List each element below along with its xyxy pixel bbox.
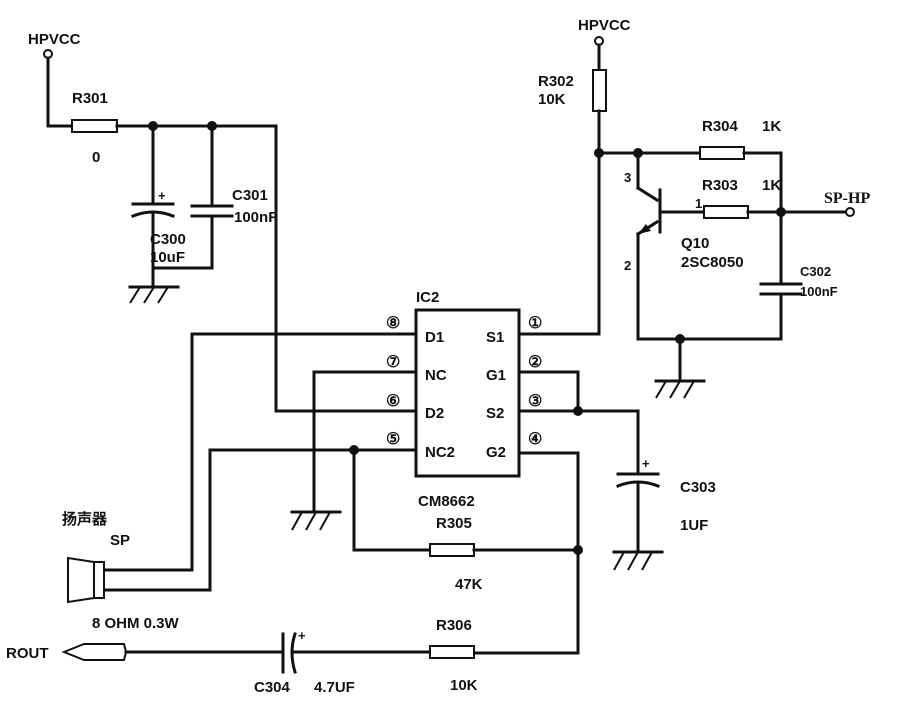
r301-label: R301 xyxy=(72,90,108,107)
c304-capacitor xyxy=(281,632,432,674)
c302-value: 100nF xyxy=(800,284,838,299)
r301-value: 0 xyxy=(92,149,100,166)
c300-capacitor xyxy=(131,124,175,270)
hpvcc-rail xyxy=(115,121,418,413)
r305-value: 47K xyxy=(455,576,483,593)
s2-c303-wire xyxy=(517,370,640,476)
ic2-body xyxy=(414,308,521,478)
c304-label: C304 xyxy=(254,679,291,696)
speaker-symbol xyxy=(67,556,105,604)
r301-resistor xyxy=(71,119,118,133)
ic-pin3-name: S2 xyxy=(486,405,504,422)
q10-pin3: 3 xyxy=(624,170,631,185)
r302-resistor xyxy=(592,69,607,112)
c301-label: C301 xyxy=(232,187,268,204)
ic-pin2-number: ② xyxy=(528,354,542,371)
ic-pin3-number: ③ xyxy=(528,393,542,410)
c304-plus: + xyxy=(298,628,306,643)
ic-pin1-number: ① xyxy=(528,315,542,332)
r306-resistor xyxy=(429,645,475,659)
r303-value: 1K xyxy=(762,177,781,194)
r306-value: 10K xyxy=(450,677,478,694)
r303-resistor xyxy=(703,205,749,219)
ic-pin4-number: ④ xyxy=(528,431,542,448)
c300-label: C300 xyxy=(150,231,186,248)
r304-resistor xyxy=(699,146,745,160)
rout-label: ROUT xyxy=(6,645,49,662)
c303-label: C303 xyxy=(680,479,716,496)
ic2-label: IC2 xyxy=(416,289,439,306)
speaker-cn-label: 扬声器 xyxy=(62,510,108,528)
ic-pin5-number: ⑤ xyxy=(386,431,400,448)
hpvcc-left-terminal xyxy=(43,49,74,128)
sp-hp-label: SP-HP xyxy=(824,190,870,207)
ic-pin4-name: G2 xyxy=(486,444,506,461)
ic2-part: CM8662 xyxy=(418,493,475,510)
c300-value: 10uF xyxy=(150,249,185,266)
r302-label: R302 xyxy=(538,73,574,90)
hpvcc-right-terminal xyxy=(594,36,604,72)
c303-capacitor xyxy=(612,472,664,571)
ic-pin6-number: ⑥ xyxy=(386,393,400,410)
q10-part: 2SC8050 xyxy=(681,254,744,271)
d1-speaker-wire xyxy=(102,332,418,572)
c303-value: 1UF xyxy=(680,517,708,534)
c301-value: 100nF xyxy=(234,209,277,226)
sp-hp-wire xyxy=(746,207,855,217)
g2-feedback-wire xyxy=(472,451,583,655)
ic-pin8-name: D1 xyxy=(425,329,444,346)
rout-terminal xyxy=(61,643,285,661)
hpvcc-right-label: HPVCC xyxy=(578,17,631,34)
c300-plus: + xyxy=(158,188,166,203)
nc-ground-wire xyxy=(290,370,418,531)
c303-plus: + xyxy=(642,456,650,471)
q10-pin2: 2 xyxy=(624,258,631,273)
r304-right-wire xyxy=(742,151,783,286)
ic-pin5-name: NC2 xyxy=(425,444,455,461)
r305-label: R305 xyxy=(436,515,472,532)
c302-capacitor xyxy=(636,282,803,344)
ic-pin1-name: S1 xyxy=(486,329,504,346)
speaker-label: SP xyxy=(110,532,130,549)
r302-value: 10K xyxy=(538,91,566,108)
r302-to-s1-wire xyxy=(517,109,702,336)
ic-pin6-name: D2 xyxy=(425,405,444,422)
c302-label: C302 xyxy=(800,264,831,279)
speaker-spec: 8 OHM 0.3W xyxy=(92,615,180,632)
r304-label: R304 xyxy=(702,118,739,135)
r304-value: 1K xyxy=(762,118,781,135)
hpvcc-left-label: HPVCC xyxy=(28,31,81,48)
c304-value: 4.7UF xyxy=(314,679,355,696)
ic-pin2-name: G1 xyxy=(486,367,506,384)
q10-transistor xyxy=(635,151,706,341)
q10-label: Q10 xyxy=(681,235,709,252)
r303-label: R303 xyxy=(702,177,738,194)
ground-symbol-right xyxy=(654,337,706,399)
ic-pin7-number: ⑦ xyxy=(386,354,400,371)
c301-capacitor xyxy=(151,124,234,270)
ground-symbol-left xyxy=(128,266,180,304)
ic-pin8-number: ⑧ xyxy=(386,315,400,332)
q10-pin1: 1 xyxy=(695,196,702,211)
r305-resistor xyxy=(429,543,475,557)
ic-pin7-name: NC xyxy=(425,367,447,384)
r306-label: R306 xyxy=(436,617,472,634)
nc2-wire xyxy=(102,445,432,592)
